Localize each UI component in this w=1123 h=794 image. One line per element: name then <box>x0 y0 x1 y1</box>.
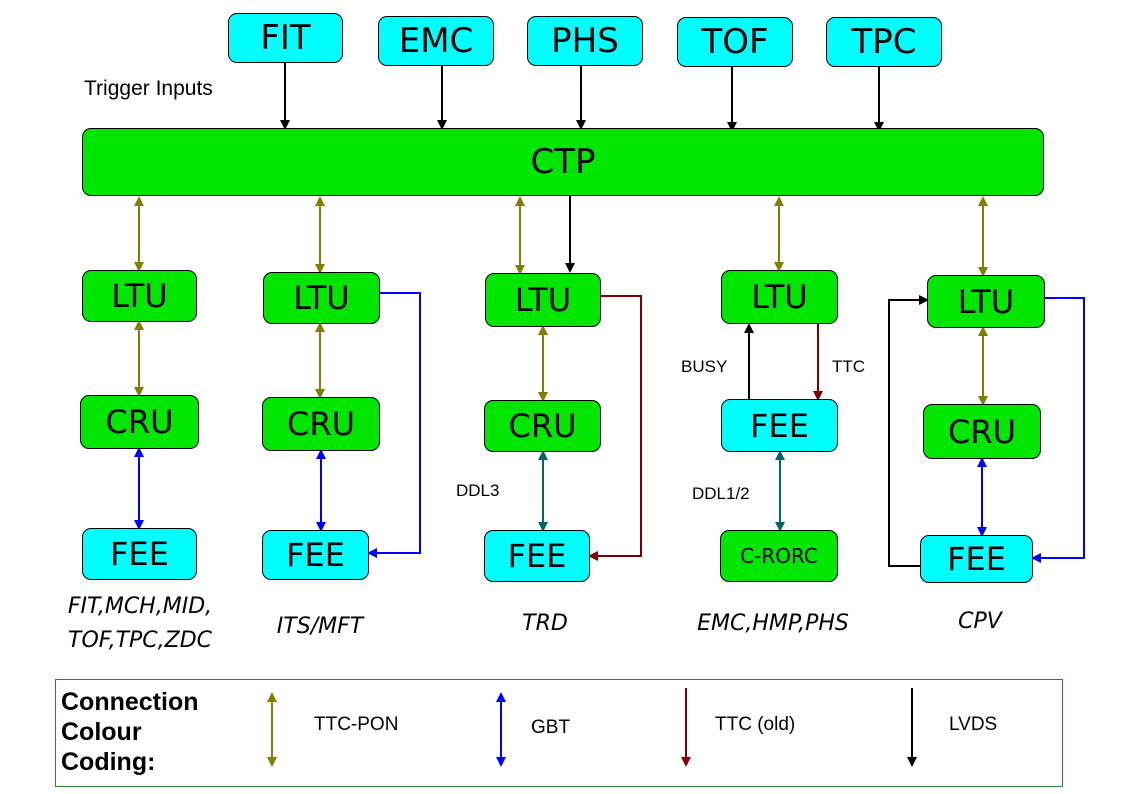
cru-box-1: CRU <box>80 395 199 449</box>
ddl-links <box>538 450 785 532</box>
detector-box-tpc: TPC <box>826 17 942 67</box>
trigger-inputs-label: Trigger Inputs <box>84 77 213 100</box>
ltu-box-3: LTU <box>485 273 601 327</box>
ctp-box: CTP <box>82 128 1044 196</box>
busy-label: BUSY <box>681 357 728 376</box>
cru-box-3: CRU <box>484 400 601 452</box>
ttc-old-links <box>588 295 823 561</box>
ltu-box-5: LTU <box>927 275 1045 328</box>
legend-arrows <box>267 688 917 767</box>
ddl3-label: DDL3 <box>456 481 500 500</box>
detector-box-tof: TOF <box>677 17 793 67</box>
detector-box-emc: EMC <box>378 16 494 66</box>
fee-box-3: FEE <box>484 530 590 582</box>
detector-box-phs: PHS <box>527 16 643 66</box>
ltu-box-4: LTU <box>721 270 838 324</box>
ttc-pon-links <box>134 196 988 406</box>
gbt-links <box>134 292 1085 563</box>
caption-col-1-line-1: FIT,MCH,MID, <box>67 594 213 619</box>
legend-lvds-label: LVDS <box>949 714 998 735</box>
trigger-input-arrows <box>280 63 884 273</box>
cru-box-2: CRU <box>262 397 380 451</box>
fee-box-4: FEE <box>721 399 838 452</box>
fee-box-2: FEE <box>262 530 369 580</box>
legend-title-line-3: Coding: <box>61 748 156 776</box>
legend-ttc-pon-label: TTC-PON <box>314 714 399 735</box>
ddl12-label: DDL1/2 <box>692 484 750 503</box>
fee-box-1: FEE <box>82 528 197 580</box>
caption-col-2: ITS/MFT <box>276 614 364 639</box>
caption-col-3: TRD <box>522 611 568 636</box>
legend-gbt-label: GBT <box>531 717 571 738</box>
legend-title-line-2: Colour <box>61 718 142 746</box>
legend-title-line-1: Connection <box>61 688 199 716</box>
legend-box <box>55 679 1063 787</box>
caption-col-4: EMC,HMP,PHS <box>697 611 849 636</box>
c-rorc-box: C-RORC <box>720 530 838 582</box>
lvds-links <box>744 295 929 567</box>
legend-ttc-old-label: TTC (old) <box>715 714 796 735</box>
cru-box-5: CRU <box>923 404 1041 459</box>
ttc-label: TTC <box>832 357 866 376</box>
fee-box-5: FEE <box>920 535 1033 583</box>
ltu-box-1: LTU <box>82 270 197 322</box>
caption-col-1-line-2: TOF,TPC,ZDC <box>68 628 212 653</box>
ltu-box-2: LTU <box>263 272 380 324</box>
detector-box-fit: FIT <box>228 13 343 63</box>
caption-col-5: CPV <box>958 609 1002 634</box>
